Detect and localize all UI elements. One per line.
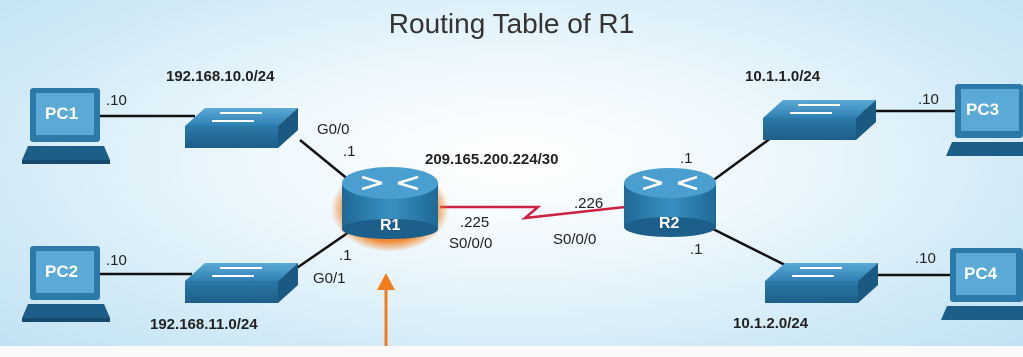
wan-network-label: 209.165.200.224/30 — [425, 151, 559, 168]
r1-label: R1 — [380, 217, 401, 234]
link-r2-switch4 — [704, 223, 786, 267]
pc-4 — [941, 248, 1023, 320]
pc2-label: PC2 — [45, 262, 79, 281]
switch-4 — [765, 263, 878, 303]
diagram-title: Routing Table of R1 — [388, 8, 635, 39]
pc4-label: PC4 — [964, 264, 998, 283]
lan4-network-label: 10.1.2.0/24 — [733, 315, 809, 332]
lan2-network-label: 192.168.11.0/24 — [150, 316, 258, 333]
r1-g01-name: G0/1 — [313, 270, 346, 287]
lan1-network-label: 192.168.10.0/24 — [166, 68, 275, 85]
pc1-host-address: .10 — [106, 92, 127, 109]
pc-3 — [946, 84, 1023, 156]
serial-link-r1-r2 — [440, 205, 626, 220]
highlight-arrow — [377, 273, 395, 357]
r1-g01-ip: .1 — [339, 247, 352, 264]
r1-g00-name: G0/0 — [317, 121, 350, 138]
switch-1 — [185, 108, 298, 148]
bottom-strip — [0, 346, 1023, 357]
pc4-host-address: .10 — [915, 250, 936, 267]
pc3-host-address: .10 — [918, 91, 939, 108]
r1-s000-ip: .225 — [460, 214, 490, 231]
switch-3 — [763, 100, 876, 140]
r2-s000-ip: .226 — [574, 195, 604, 212]
r2-label: R2 — [659, 215, 680, 232]
router-r2 — [624, 168, 716, 237]
pc1-label: PC1 — [45, 104, 79, 123]
switch-2 — [185, 263, 298, 303]
pc3-label: PC3 — [966, 100, 1000, 119]
lan3-network-label: 10.1.1.0/24 — [745, 68, 821, 85]
router-r1 — [342, 167, 438, 239]
r2-top-ip: .1 — [680, 150, 693, 167]
pc2-host-address: .10 — [106, 252, 127, 269]
r1-g00-ip: .1 — [343, 143, 356, 160]
link-switch2-r1 — [287, 228, 353, 276]
pc-1 — [22, 88, 110, 164]
r2-s000-name: S0/0/0 — [553, 231, 597, 248]
r1-s000-name: S0/0/0 — [449, 235, 493, 252]
pc-2 — [22, 246, 110, 322]
links — [100, 109, 960, 277]
r2-bottom-ip: .1 — [690, 241, 703, 258]
